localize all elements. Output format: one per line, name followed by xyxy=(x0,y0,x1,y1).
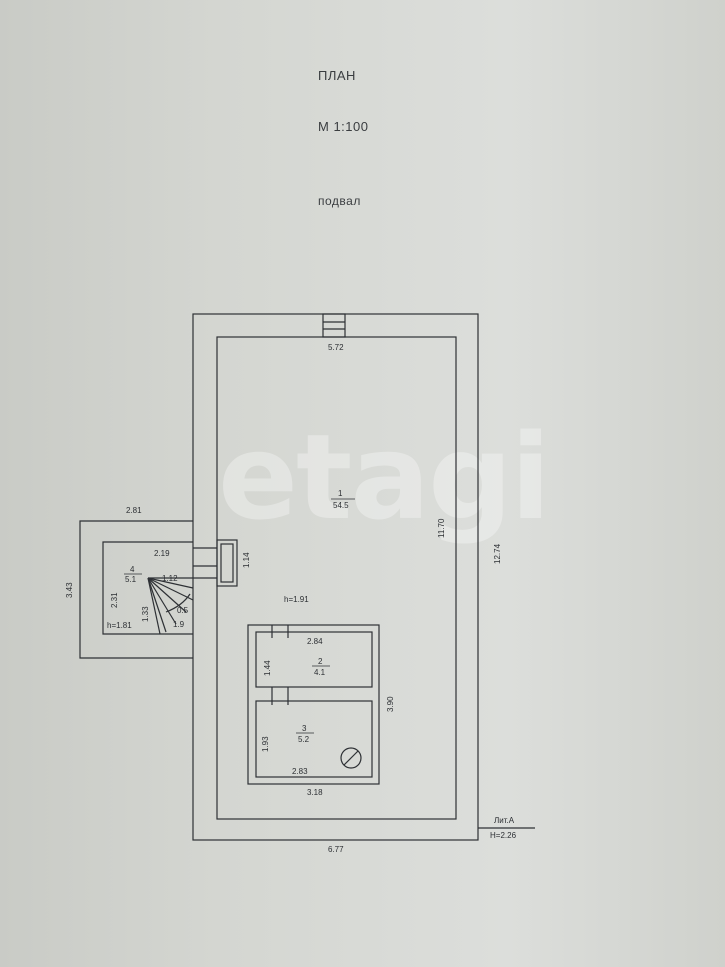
dim-vestibule-width: 2.81 xyxy=(126,506,142,515)
storage-block-outer xyxy=(247,624,380,785)
room-3-wall xyxy=(255,700,373,778)
dim-vestibule-inner-height: 2.31 xyxy=(110,592,119,608)
dim-door-width: 1.14 xyxy=(242,552,251,568)
dim-outer-height: 12.74 xyxy=(493,543,502,564)
dim-stair-length: 1.33 xyxy=(141,606,150,622)
vestibule-outer-wall xyxy=(79,520,193,659)
room-2-area: 4.1 xyxy=(314,668,326,677)
dim-vestibule-inner-width: 2.19 xyxy=(154,549,170,558)
dim-r3-height: 1.93 xyxy=(261,736,270,752)
room-height-main: h=1.91 xyxy=(284,595,309,604)
room-1-number: 1 xyxy=(338,489,343,498)
room-2-wall xyxy=(255,631,373,688)
boiler-symbol xyxy=(340,747,362,769)
dim-outer-width-top: 5.72 xyxy=(328,343,344,352)
dim-block-height: 3.90 xyxy=(386,696,395,712)
room-2-number: 2 xyxy=(318,657,323,666)
floor-name: подвал xyxy=(318,194,361,208)
entrance-hatch xyxy=(322,313,346,338)
dim-r2-width: 2.84 xyxy=(307,637,323,646)
plan-scale: М 1:100 xyxy=(318,119,369,134)
vestibule-inner-wall xyxy=(102,541,193,635)
plan-title: ПЛАН xyxy=(318,68,356,83)
litera-name: Лит.А xyxy=(494,816,515,825)
dim-stair-width: 1.12 xyxy=(162,574,178,583)
main-inner-wall xyxy=(216,336,457,820)
dim-inner-height: 11.70 xyxy=(437,518,446,538)
room-1-area: 54.5 xyxy=(333,501,349,510)
room-4-area: 5.1 xyxy=(125,575,137,584)
door-niche xyxy=(216,539,238,587)
dim-block-width: 3.18 xyxy=(307,788,323,797)
dim-r3-width: 2.83 xyxy=(292,767,308,776)
dim-outer-width-bottom: 6.77 xyxy=(328,845,344,854)
room-4-number: 4 xyxy=(130,565,135,574)
dim-r2-height: 1.44 xyxy=(263,660,272,676)
dim-stair-small-b: 1.9 xyxy=(173,620,185,629)
dim-stair-small-a: 0.5 xyxy=(177,606,189,615)
litera-height: H=2.26 xyxy=(490,831,517,840)
room-3-area: 5.2 xyxy=(298,735,310,744)
stair-symbol xyxy=(147,577,194,635)
room-3-number: 3 xyxy=(302,724,307,733)
watermark-logo: etagi xyxy=(218,408,551,546)
dim-vestibule-height: 3.43 xyxy=(65,582,74,598)
main-outer-wall xyxy=(192,313,479,841)
room-height-vestibule: h=1.81 xyxy=(107,621,132,630)
